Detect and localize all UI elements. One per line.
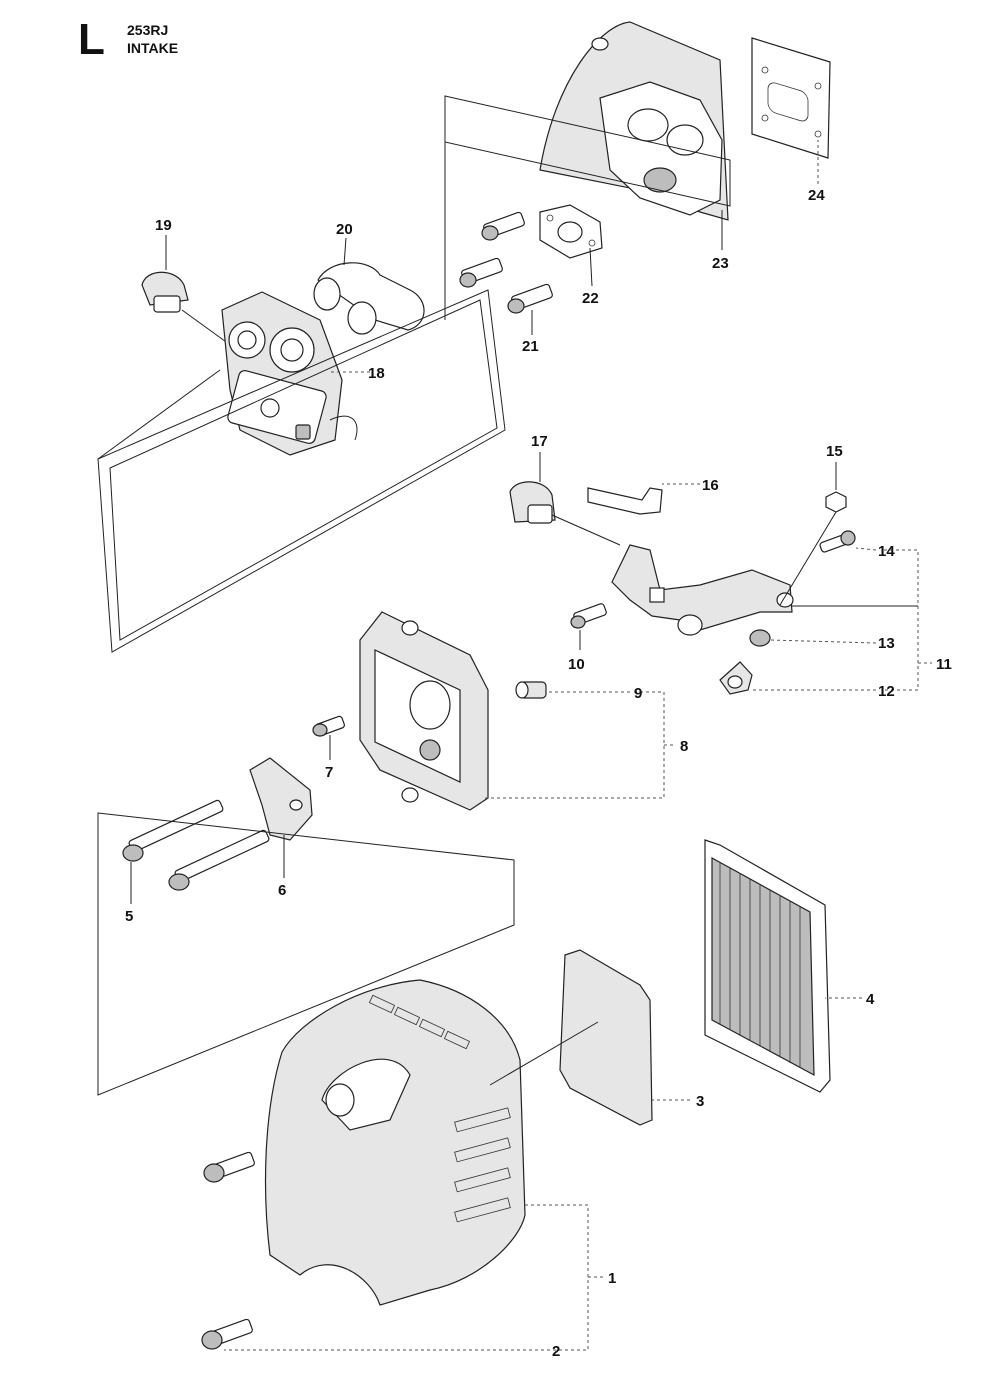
part-22-gasket — [539, 204, 603, 259]
part-6-bracket — [249, 757, 313, 841]
callout-19: 19 — [155, 217, 172, 234]
frame-gasket-panel — [97, 289, 506, 653]
callout-22: 22 — [582, 290, 599, 307]
part-15-nut — [825, 491, 847, 513]
callout-5: 5 — [125, 908, 133, 925]
section-letter: L — [78, 15, 105, 64]
part-24-gasket — [751, 37, 831, 159]
part-12-screw — [719, 661, 753, 695]
callout-20: 20 — [336, 221, 353, 238]
frame-lower-panel — [97, 812, 515, 1096]
callout-7: 7 — [325, 764, 333, 781]
part-21-screws — [459, 211, 553, 314]
model-number: 253RJ — [127, 22, 169, 38]
callout-3: 3 — [696, 1093, 704, 1110]
callout-8: 8 — [680, 738, 688, 755]
callout-17: 17 — [531, 433, 548, 450]
callout-12: 12 — [878, 683, 895, 700]
part-10-screw — [570, 603, 607, 629]
callout-labels: 1 2 3 4 5 6 7 8 9 10 11 12 13 14 15 16 1… — [125, 187, 952, 1360]
callout-2: 2 — [552, 1343, 560, 1360]
callout-10: 10 — [568, 656, 585, 673]
part-3-pre-filter — [559, 949, 653, 1126]
part-9-nipple — [515, 681, 547, 699]
part-20-intake-boot — [313, 262, 425, 335]
part-23-intake-adapter — [539, 21, 729, 221]
callout-6: 6 — [278, 882, 286, 899]
callout-4: 4 — [866, 991, 875, 1008]
callout-18: 18 — [368, 365, 385, 382]
part-14-screw — [819, 530, 856, 553]
part-7-screw — [312, 715, 345, 737]
part-8-filter-holder — [359, 611, 489, 811]
callout-1: 1 — [608, 1270, 616, 1287]
frame-inner-panel — [109, 299, 498, 641]
part-18-carburettor — [221, 291, 358, 456]
part-16-hose — [587, 487, 663, 515]
callout-24: 24 — [808, 187, 825, 204]
callout-9: 9 — [634, 685, 642, 702]
part-2-screws — [201, 1151, 255, 1350]
part-5-bolts — [122, 799, 270, 891]
callout-23: 23 — [712, 255, 729, 272]
callout-21: 21 — [522, 338, 539, 355]
part-13-washer — [749, 629, 771, 647]
callout-11: 11 — [936, 656, 952, 673]
part-19-primer-bulb — [141, 271, 241, 353]
part-1-filter-cover — [264, 979, 526, 1306]
callout-16: 16 — [702, 477, 719, 494]
callout-14: 14 — [878, 543, 895, 560]
part-4-air-filter — [704, 839, 831, 1093]
part-17-valve — [509, 481, 621, 546]
section-title: INTAKE — [127, 40, 179, 56]
callout-15: 15 — [826, 443, 843, 460]
callout-13: 13 — [878, 635, 895, 652]
part-11-bracket-assembly — [611, 544, 794, 636]
leader-lines — [130, 140, 932, 1351]
